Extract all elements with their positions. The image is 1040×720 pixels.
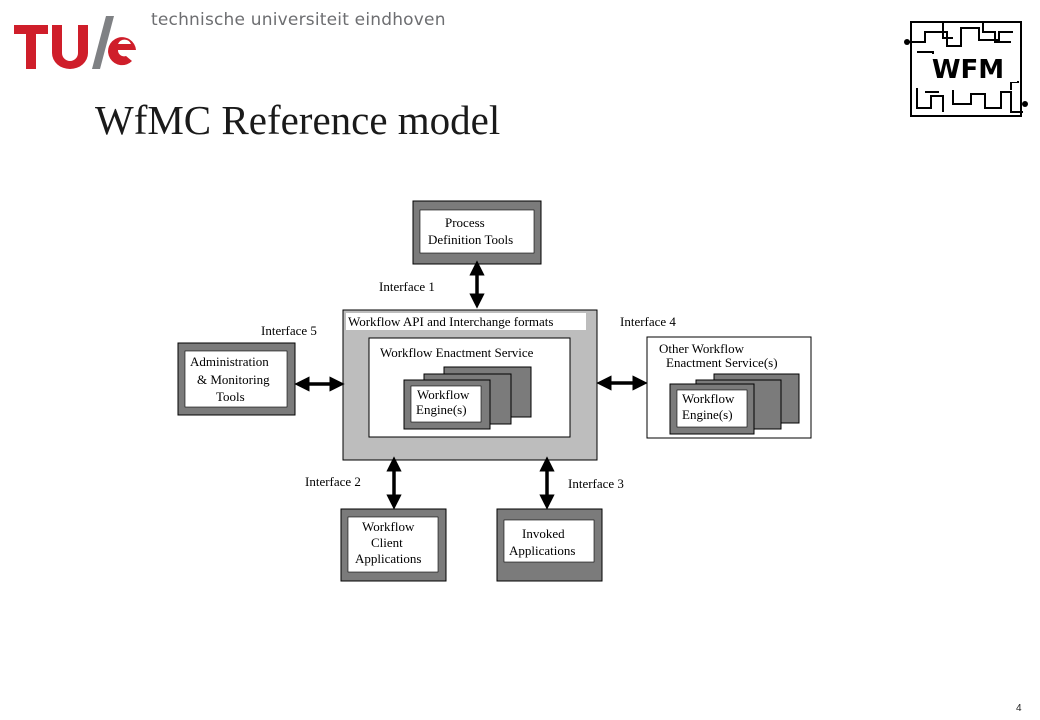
admin-tools-line3: Tools [216, 389, 245, 404]
interface-4-label: Interface 4 [620, 314, 676, 329]
process-definition-tools-box: Process Definition Tools [412, 200, 542, 265]
tue-logo [14, 16, 136, 69]
interface-3-label: Interface 3 [568, 476, 624, 491]
interface-5-label: Interface 5 [261, 323, 317, 338]
client-apps-line2: Client [371, 535, 403, 550]
workflow-api-container: Workflow API and Interchange formats Wor… [342, 309, 598, 461]
interface-1-label: Interface 1 [379, 279, 435, 294]
admin-tools-line2: & Monitoring [197, 372, 270, 387]
invoked-applications-box: Invoked Applications [496, 508, 603, 582]
other-enactment-line1: Other Workflow [659, 341, 745, 356]
other-enactment-line2: Enactment Service(s) [666, 355, 778, 370]
engine-line1: Workflow [417, 387, 470, 402]
invoked-apps-line2: Applications [509, 543, 575, 558]
slide-title: WfMC Reference model [95, 97, 501, 143]
process-definition-tools-line2: Definition Tools [428, 232, 513, 247]
university-name: technische universiteit eindhoven [151, 10, 446, 30]
workflow-api-label: Workflow API and Interchange formats [348, 314, 553, 329]
administration-tools-box: Administration & Monitoring Tools [177, 342, 296, 416]
client-applications-box: Workflow Client Applications [340, 508, 447, 582]
client-apps-line1: Workflow [362, 519, 415, 534]
enactment-service-label: Workflow Enactment Service [380, 345, 534, 360]
invoked-apps-line1: Invoked [522, 526, 565, 541]
other-enactment-service-box: Other Workflow Enactment Service(s) Work… [646, 336, 812, 439]
wfm-logo: WFM [904, 21, 1028, 117]
other-engine-line1: Workflow [682, 391, 735, 406]
interface-2-label: Interface 2 [305, 474, 361, 489]
client-apps-line3: Applications [355, 551, 421, 566]
admin-tools-line1: Administration [190, 354, 269, 369]
process-definition-tools-line1: Process [445, 215, 485, 230]
engine-line2: Engine(s) [416, 402, 467, 417]
other-engine-line2: Engine(s) [682, 407, 733, 422]
wfm-logo-text: WFM [932, 55, 1004, 85]
page-number: 4 [1016, 703, 1022, 714]
